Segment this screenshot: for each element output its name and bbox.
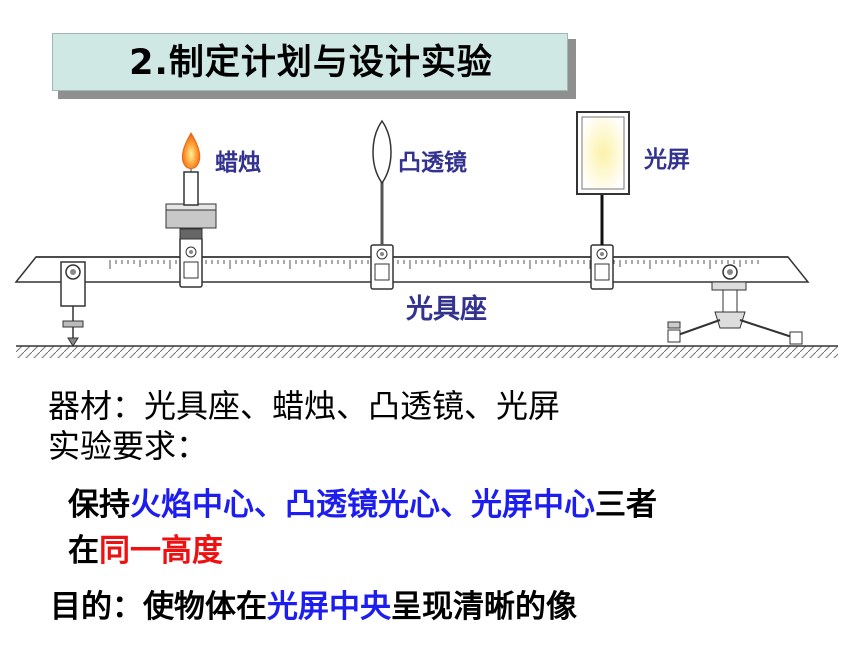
- requirement-prefix: 保持: [68, 487, 130, 523]
- purpose-line: 目的：使物体在光屏中央呈现清晰的像: [50, 581, 577, 626]
- bench-scale: [109, 260, 759, 269]
- requirement-suffix: 三者: [595, 487, 657, 523]
- purpose-highlight: 光屏中央: [267, 589, 391, 625]
- requirement-line-1: 保持火焰中心、凸透镜光心、光屏中心三者: [68, 479, 657, 524]
- materials-items: 光具座、蜡烛、凸透镜、光屏: [144, 387, 561, 425]
- purpose-prefix: 目的：使物体在: [50, 589, 267, 625]
- lens-label: 凸透镜: [398, 150, 467, 176]
- title-banner: 2.制定计划与设计实验: [52, 33, 568, 91]
- purpose-suffix: 呈现清晰的像: [391, 589, 577, 625]
- requirement-label: 实验要求：: [48, 427, 209, 465]
- requirement-highlight-centers: 火焰中心、凸透镜光心、光屏中心: [130, 487, 595, 523]
- screen-label: 光屏: [644, 147, 690, 173]
- materials-line: 器材：光具座、蜡烛、凸透镜、光屏: [48, 381, 560, 427]
- light-screen: [576, 111, 630, 195]
- convex-lens: [372, 119, 392, 185]
- screen-holder: [590, 193, 614, 290]
- page-title: 2.制定计划与设计实验: [129, 43, 493, 83]
- lens-holder: [370, 182, 394, 290]
- materials-label: 器材：: [48, 387, 145, 425]
- right-bench-foot: [667, 264, 803, 345]
- requirement-line-2: 在同一高度: [68, 525, 223, 570]
- bench-label: 光具座: [406, 294, 487, 325]
- requirement-highlight-height: 同一高度: [99, 533, 223, 569]
- floor: [16, 345, 838, 358]
- requirement-at: 在: [68, 533, 99, 569]
- candle-flame: [181, 132, 201, 169]
- candle-label: 蜡烛: [215, 150, 261, 176]
- left-bench-foot: [60, 261, 86, 347]
- bench-rail: [14, 256, 810, 283]
- candle: [183, 166, 199, 206]
